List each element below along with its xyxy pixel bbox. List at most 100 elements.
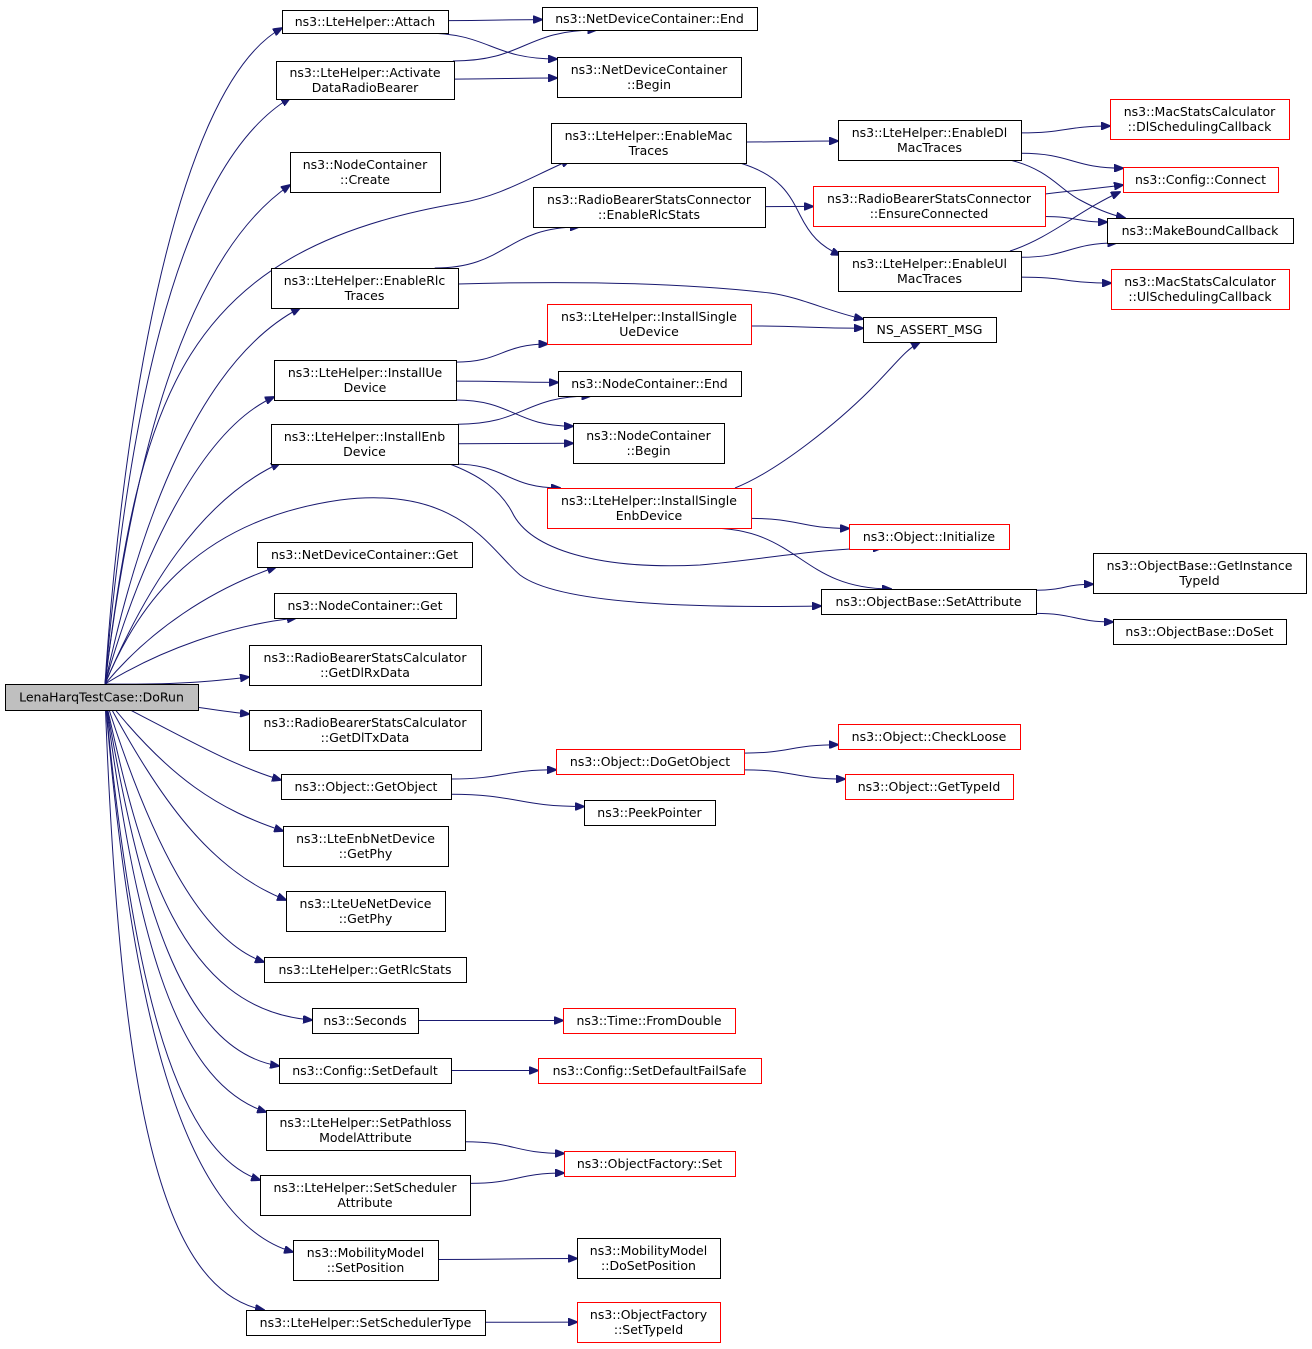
- edge-getobject-to-peek: [450, 793, 584, 806]
- node-getdlrx[interactable]: ns3::RadioBearerStatsCalculator::GetDlRx…: [249, 645, 482, 686]
- edge-dorun-to-installenb: [104, 463, 280, 685]
- node-box: [5, 684, 199, 711]
- node-label: EnbDevice: [616, 508, 683, 523]
- node-gettypeid[interactable]: ns3::Object::GetTypeId: [845, 774, 1014, 800]
- node-box: [271, 268, 459, 309]
- node-initialize[interactable]: ns3::Object::Initialize: [849, 524, 1010, 550]
- node-label: ns3::MakeBoundCallback: [1122, 223, 1280, 238]
- node-setattr[interactable]: ns3::ObjectBase::SetAttribute: [821, 589, 1037, 615]
- node-settypeid[interactable]: ns3::ObjectFactory::SetTypeId: [577, 1302, 721, 1343]
- node-label: ns3::ObjectFactory: [590, 1307, 708, 1322]
- node-label: TypeId: [1178, 573, 1219, 588]
- edge-line: [104, 696, 283, 831]
- node-factoryset[interactable]: ns3::ObjectFactory::Set: [564, 1151, 736, 1177]
- node-ndc_get[interactable]: ns3::NetDeviceContainer::Get: [257, 542, 473, 568]
- node-label: ns3::LteHelper::SetScheduler: [273, 1180, 457, 1195]
- edge-line: [469, 1173, 564, 1184]
- node-label: ns3::PeekPointer: [597, 805, 702, 820]
- node-dlsched[interactable]: ns3::MacStatsCalculator::DlSchedulingCal…: [1110, 99, 1290, 140]
- edge-installue-to-nc_end: [455, 381, 558, 382]
- edge-dorun-to-enbphy: [104, 696, 283, 831]
- node-peek[interactable]: ns3::PeekPointer: [584, 800, 716, 826]
- node-enablerlcstats[interactable]: ns3::RadioBearerStatsConnector::EnableRl…: [533, 187, 766, 228]
- edge-enableul-to-makebound: [1020, 243, 1117, 258]
- node-box: [1123, 167, 1279, 193]
- edge-setattr-to-doset: [1035, 612, 1113, 622]
- node-label: ns3::Object::GetObject: [295, 779, 438, 794]
- node-nc_end[interactable]: ns3::NodeContainer::End: [558, 371, 742, 397]
- edge-line: [434, 227, 579, 269]
- node-box: [538, 1058, 762, 1084]
- node-checkloose[interactable]: ns3::Object::CheckLoose: [838, 724, 1021, 750]
- node-nc_begin[interactable]: ns3::NodeContainer::Begin: [573, 423, 725, 464]
- node-setschedtype[interactable]: ns3::LteHelper::SetSchedulerType: [246, 1310, 486, 1336]
- node-box: [845, 774, 1014, 800]
- node-assert[interactable]: NS_ASSERT_MSG: [863, 317, 997, 343]
- node-label: ns3::ObjectBase::GetInstance: [1107, 558, 1293, 573]
- node-getobject[interactable]: ns3::Object::GetObject: [281, 774, 452, 800]
- node-dosetposition[interactable]: ns3::MobilityModel::DoSetPosition: [577, 1238, 721, 1279]
- node-getdltx[interactable]: ns3::RadioBearerStatsCalculator::GetDlTx…: [249, 710, 482, 751]
- node-box: [551, 123, 747, 164]
- node-dogetobject[interactable]: ns3::Object::DoGetObject: [556, 749, 745, 775]
- node-label: ns3::Seconds: [323, 1013, 406, 1028]
- node-makebound[interactable]: ns3::MakeBoundCallback: [1107, 218, 1294, 244]
- node-setposition[interactable]: ns3::MobilityModel::SetPosition: [293, 1240, 439, 1281]
- node-label: Attribute: [337, 1195, 393, 1210]
- edge-line: [104, 185, 290, 685]
- node-box: [556, 749, 745, 775]
- edge-installsingleenb-to-initialize: [750, 517, 849, 528]
- node-ndc_begin[interactable]: ns3::NetDeviceContainer::Begin: [557, 57, 742, 98]
- edge-dorun-to-enablerlc: [104, 308, 300, 685]
- node-label: UeDevice: [619, 324, 679, 339]
- edge-line: [104, 696, 264, 1310]
- node-seconds[interactable]: ns3::Seconds: [312, 1008, 419, 1034]
- node-connect[interactable]: ns3::Config::Connect: [1123, 167, 1279, 193]
- node-box: [838, 120, 1022, 161]
- edge-line: [447, 20, 542, 21]
- node-dorun[interactable]: LenaHarqTestCase::DoRun: [5, 684, 199, 711]
- edge-dorun-to-installue: [104, 397, 274, 685]
- edge-installue-to-installsingleue: [455, 344, 548, 363]
- node-label: NS_ASSERT_MSG: [877, 322, 983, 337]
- node-enbphy[interactable]: ns3::LteEnbNetDevice::GetPhy: [283, 826, 449, 867]
- node-box: [274, 360, 457, 401]
- node-attach[interactable]: ns3::LteHelper::Attach: [282, 10, 449, 34]
- edge-line: [104, 397, 274, 685]
- node-setdefault[interactable]: ns3::Config::SetDefault: [279, 1058, 452, 1084]
- node-doset[interactable]: ns3::ObjectBase::DoSet: [1113, 619, 1287, 645]
- node-box: [290, 152, 441, 193]
- node-label: ns3::NetDeviceContainer::End: [555, 11, 744, 26]
- edge-installsingleenb-to-setattr: [708, 527, 891, 589]
- node-uephy[interactable]: ns3::LteUeNetDevice::GetPhy: [286, 891, 446, 932]
- edge-setschedattr-to-factoryset: [469, 1173, 564, 1184]
- node-box: [281, 774, 452, 800]
- node-nc_get[interactable]: ns3::NodeContainer::Get: [274, 593, 457, 619]
- node-ndc_end[interactable]: ns3::NetDeviceContainer::End: [542, 7, 758, 31]
- node-fromdouble[interactable]: ns3::Time::FromDouble: [563, 1008, 736, 1034]
- node-getrlcstats[interactable]: ns3::LteHelper::GetRlcStats: [264, 957, 467, 983]
- node-label: LenaHarqTestCase::DoRun: [19, 690, 184, 705]
- node-ulsched[interactable]: ns3::MacStatsCalculator::UlSchedulingCal…: [1111, 269, 1290, 310]
- node-box: [821, 589, 1037, 615]
- node-setdefaultfs[interactable]: ns3::Config::SetDefaultFailSafe: [538, 1058, 762, 1084]
- node-setpathloss[interactable]: ns3::LteHelper::SetPathlossModelAttribut…: [266, 1110, 466, 1151]
- edge-ensure-to-connect: [1044, 185, 1123, 195]
- edge-line: [750, 517, 849, 528]
- edge-installenb-to-initialize: [446, 462, 882, 567]
- node-label: MacTraces: [897, 271, 962, 286]
- node-ensure[interactable]: ns3::RadioBearerStatsConnector::EnsureCo…: [813, 186, 1046, 227]
- node-label: ::DoSetPosition: [601, 1258, 696, 1273]
- node-nc_create[interactable]: ns3::NodeContainer::Create: [290, 152, 441, 193]
